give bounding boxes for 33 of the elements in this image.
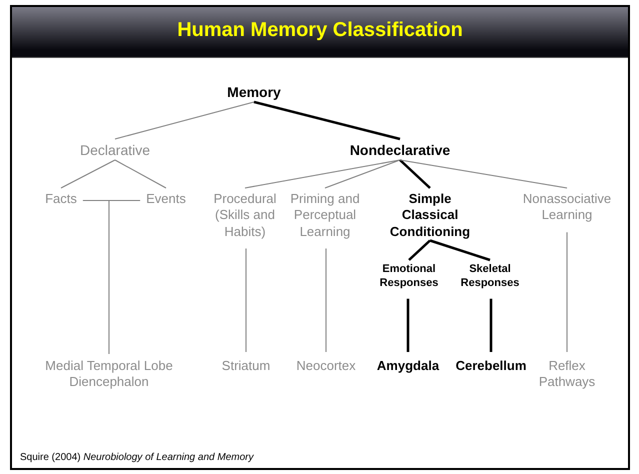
connector-line (108, 200, 141, 354)
memory-category-label: Declarative (60, 142, 170, 160)
memory-category-label: Amygdala (371, 358, 445, 374)
connector-line (399, 159, 431, 189)
memory-category-label: Reflex Pathways (532, 358, 602, 390)
connector-line (490, 298, 492, 352)
memory-category-label: Procedural (Skills and Habits) (203, 191, 287, 240)
memory-category-label: Striatum (211, 358, 281, 374)
memory-category-label: Nondeclarative (330, 142, 470, 160)
memory-category-label: Neocortex (288, 358, 364, 374)
memory-category-label: Emotional Responses (369, 263, 449, 290)
caption: Squire (2004) Neurobiology of Learning and Memory (20, 452, 254, 463)
connector-line (566, 232, 568, 352)
memory-category-label: Skeletal Responses (450, 263, 530, 290)
memory-category-label: Nonassociative Learning (512, 191, 622, 224)
memory-category-label: Events (138, 191, 194, 208)
connector-line (400, 160, 568, 188)
memory-category-label: Facts (36, 191, 86, 208)
connector-line (254, 100, 400, 140)
connector-line (114, 160, 166, 188)
connector-line (408, 240, 431, 261)
connector-line (60, 160, 116, 188)
connector-line (114, 102, 254, 140)
memory-category-label: Memory (209, 84, 299, 102)
connector-line (430, 239, 490, 262)
memory-category-label: Medial Temporal Lobe Diencephalon (29, 358, 189, 390)
connector-line (406, 298, 410, 352)
memory-category-label: Simple Classical Conditioning (380, 191, 480, 240)
title: Human Memory Classification (176, 19, 464, 42)
connector-line (324, 160, 400, 188)
memory-category-label: Priming and Perceptual Learning (287, 191, 363, 240)
memory-category-label: Cerebellum (448, 358, 534, 374)
connector-line (244, 160, 400, 188)
